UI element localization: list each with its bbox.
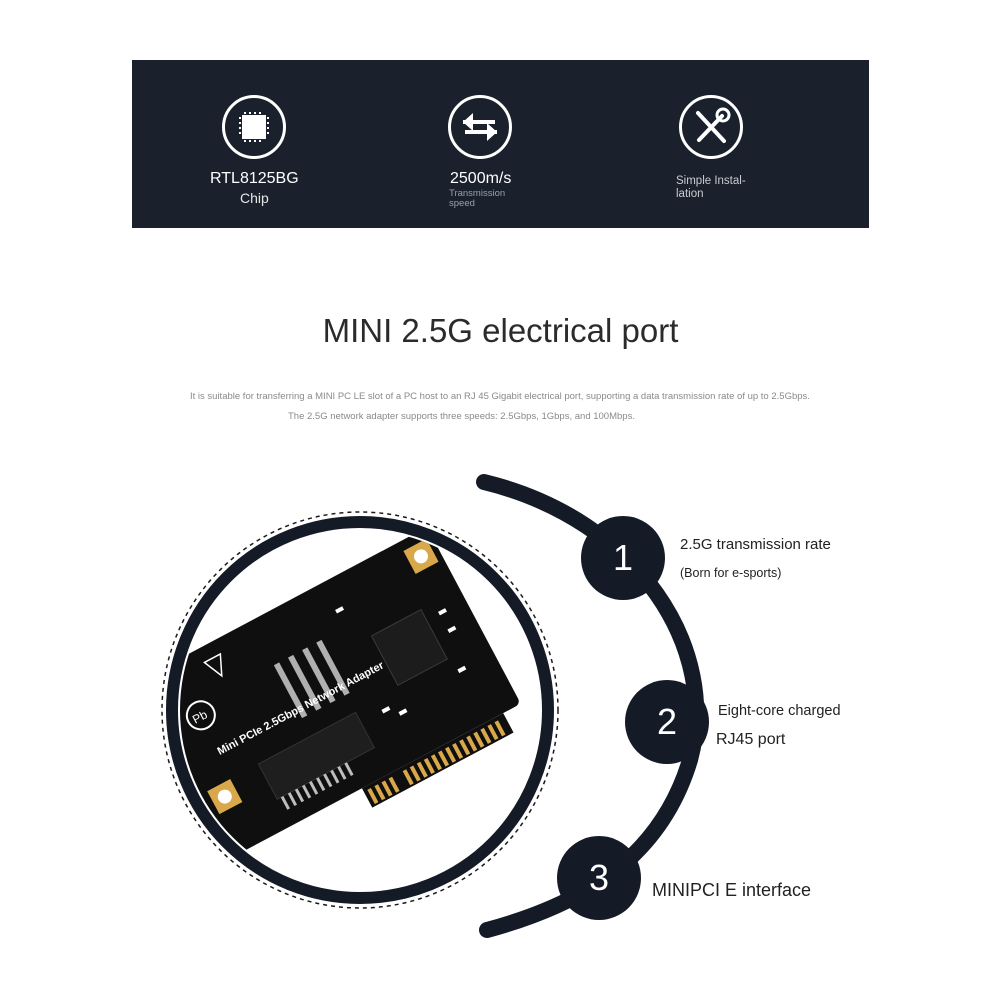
point-2-title: Eight-core charged [718, 703, 841, 719]
tools-icon [679, 95, 743, 159]
pb-mark: Pb [190, 707, 210, 726]
point-3-title: MINIPCI E interface [652, 880, 812, 900]
feature-chip: RTL8125BG Chip [192, 60, 392, 228]
speed-value: 2500m/s [450, 170, 512, 187]
feature-speed: 2500m/s Transmission speed [422, 60, 622, 228]
point-2-subtitle: RJ45 port [716, 731, 786, 748]
install-caption: Simple Instal- lation [676, 175, 746, 200]
dashed-circle [161, 511, 559, 909]
feature-banner: RTL8125BG Chip 2500m/s Transmission spee… [132, 60, 869, 228]
chip-caption: Chip [240, 190, 269, 206]
description-line-1: It is suitable for transferring a MINI P… [190, 391, 810, 402]
point-number-1: 1 [581, 516, 665, 600]
transfer-arrows-icon [448, 95, 512, 159]
point-number-3: 3 [557, 836, 641, 920]
speed-caption: Transmission speed [449, 188, 506, 209]
network-card: Mini PCIe 2.5Gbps Network Adapter Pb [180, 530, 540, 890]
product-illustration: Mini PCIe 2.5Gbps Network Adapter Pb [161, 474, 705, 938]
frame-ring [166, 516, 554, 904]
chip-model: RTL8125BG [210, 170, 299, 187]
point-number-2: 2 [625, 680, 709, 764]
point-1-title: 2.5G transmission rate [680, 536, 831, 553]
page-title: MINI 2.5G electrical port [322, 312, 679, 349]
recycle-bin-icon [203, 652, 223, 678]
point-1-subtitle: (Born for e-sports) [680, 566, 782, 580]
description-line-2: The 2.5G network adapter supports three … [288, 411, 635, 422]
chip-icon [222, 95, 286, 159]
feature-install: Simple Instal- lation [652, 60, 852, 228]
